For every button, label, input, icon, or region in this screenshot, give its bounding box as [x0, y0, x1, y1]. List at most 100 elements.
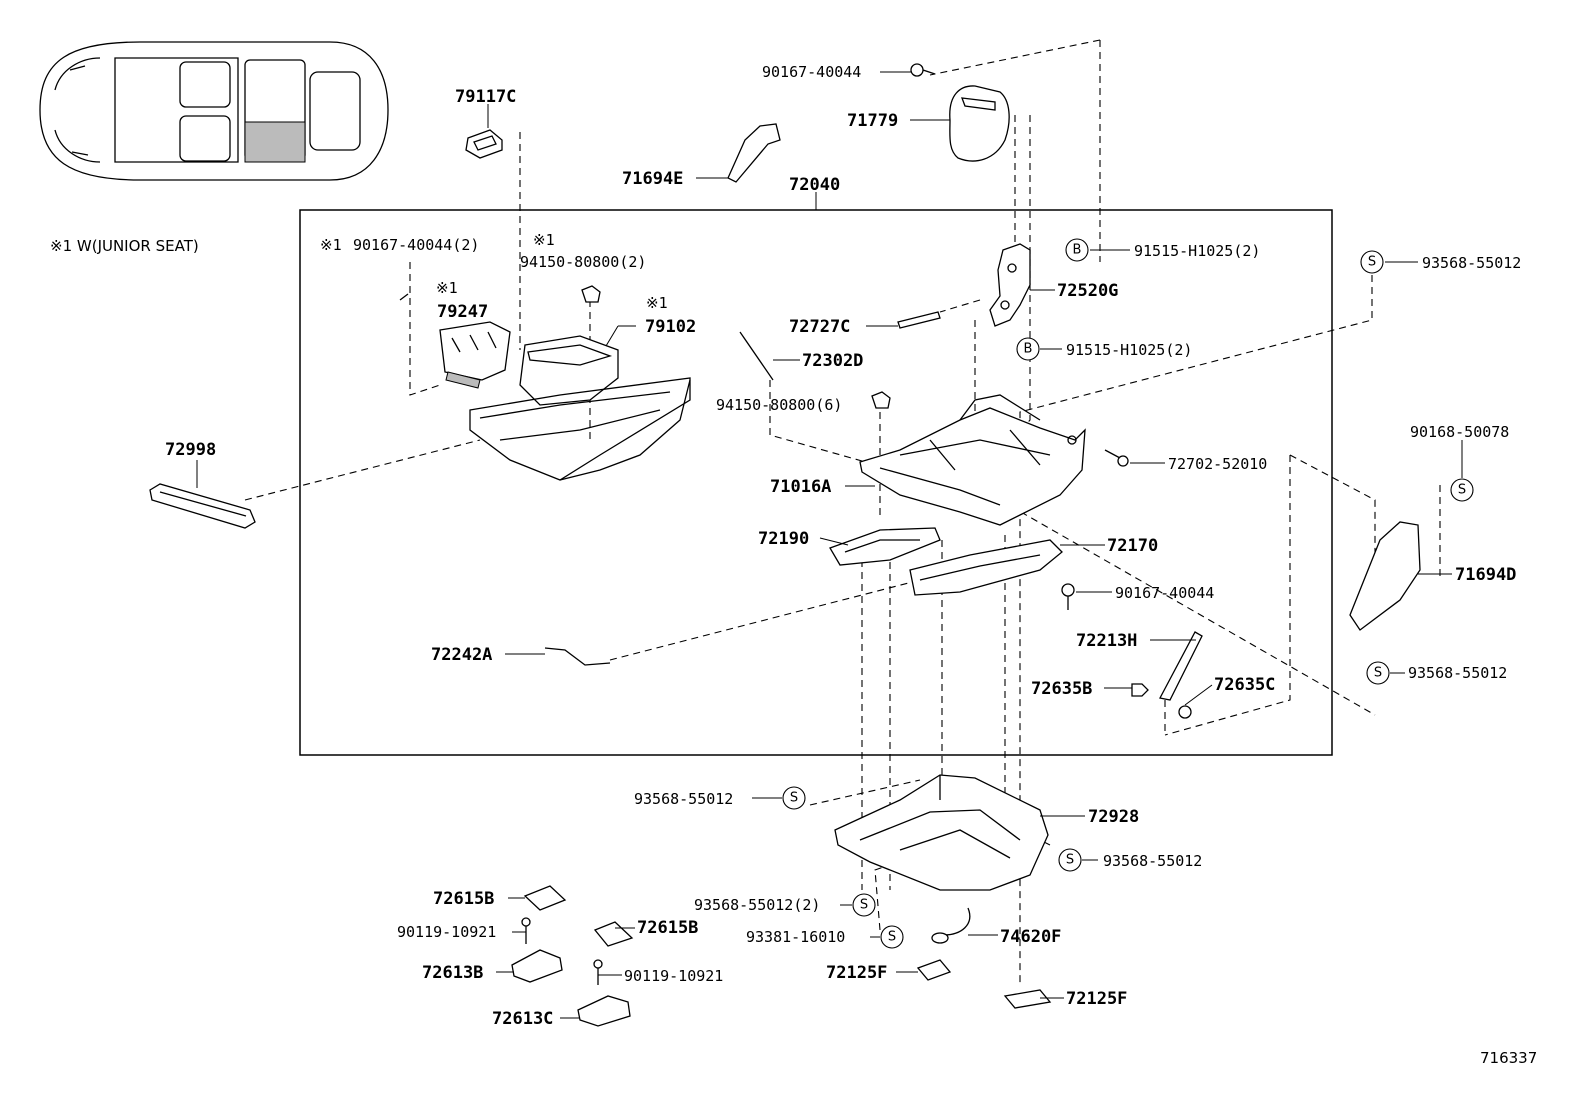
label-90167-40044-top: 90167-40044: [762, 63, 861, 81]
label-72615B-b: 72615B: [637, 918, 698, 938]
junior-seat-frame-shape: [439, 321, 691, 481]
part-72520G-shape: [989, 243, 1031, 327]
label-71016A: 71016A: [770, 477, 831, 497]
label-72125F-b: 72125F: [1066, 989, 1127, 1009]
part-71694E-shape: [727, 123, 781, 183]
svg-text:S: S: [860, 898, 868, 913]
part-72190-shape: [829, 527, 941, 566]
label-72040: 72040: [789, 175, 840, 195]
label-72302D: 72302D: [802, 351, 863, 371]
part-72613C-shape: [577, 995, 631, 1027]
label-72702-52010: 72702-52010: [1168, 455, 1267, 473]
label-72190: 72190: [758, 529, 809, 549]
label-72727C: 72727C: [789, 317, 850, 337]
label-72613B: 72613B: [422, 963, 483, 983]
label-91515-H1025-2b: 91515-H1025(2): [1066, 341, 1192, 359]
part-74620F-shape: [931, 907, 971, 944]
svg-text:S: S: [888, 930, 896, 945]
leader-lines: [196, 71, 1463, 1019]
label-93381-16010: 93381-16010: [746, 928, 845, 946]
label-72613C: 72613C: [492, 1009, 553, 1029]
label-79117C: 79117C: [455, 87, 516, 107]
marker-s-1: S: [1360, 250, 1384, 274]
part-72170-shape: [909, 539, 1063, 596]
svg-text:B: B: [1073, 243, 1082, 258]
marker-s-6: S: [852, 893, 876, 917]
marker-s-5: S: [1058, 848, 1082, 872]
label-93568-55012-l1: 93568-55012: [634, 790, 733, 808]
svg-text:B: B: [1024, 342, 1033, 357]
label-79247: 79247: [437, 302, 488, 322]
marker-b-1: B: [1065, 238, 1089, 262]
label-71779: 71779: [847, 111, 898, 131]
part-72213H-shape: [1159, 631, 1203, 701]
label-90119-10921-b: 90119-10921: [624, 967, 723, 985]
part-72635B-shape: [1131, 683, 1149, 697]
part-72613B-shape: [511, 949, 563, 983]
label-72615B-a: 72615B: [433, 889, 494, 909]
part-90167-40044-left-shape: [399, 293, 409, 301]
part-72615B-b-shape: [593, 921, 634, 947]
part-71016A-frame-shape: [859, 394, 1086, 526]
part-90167-40044-mid-shape: [1061, 583, 1075, 610]
label-94150-80800-6: 94150-80800(6): [716, 396, 842, 414]
label-72635C: 72635C: [1214, 675, 1275, 695]
label-93568-55012-2: 93568-55012(2): [694, 896, 820, 914]
star-mark-2: ※1: [533, 231, 555, 249]
label-93568-55012-r1: 93568-55012: [1422, 254, 1521, 272]
label-90168-50078: 90168-50078: [1410, 423, 1509, 441]
part-72702-52010-shape: [1104, 449, 1129, 467]
marker-s-2: S: [1450, 478, 1474, 502]
part-90119-10921-a-shape: [521, 917, 531, 944]
assembly-guide-lines: [244, 39, 1441, 985]
label-90119-10921-a: 90119-10921: [397, 923, 496, 941]
label-79102: 79102: [645, 317, 696, 337]
part-71779-shape: [949, 85, 1010, 162]
part-72242A-shape: [544, 647, 611, 666]
part-94150-80800-b-shape: [871, 391, 891, 409]
label-93568-55012-r3: 93568-55012: [1103, 852, 1202, 870]
part-72125F-b-shape: [1003, 989, 1052, 1009]
marker-s-7: S: [880, 925, 904, 949]
part-79117C-shape: [465, 129, 503, 159]
part-72302D-shape: [739, 331, 774, 381]
marker-s-4: S: [782, 786, 806, 810]
label-94150-80800-2: 94150-80800(2): [520, 253, 646, 271]
svg-text:S: S: [1066, 853, 1074, 868]
junior-seat-note: ※1 W(JUNIOR SEAT): [50, 237, 199, 255]
part-72998-shape: [149, 483, 256, 529]
diagram-id: 716337: [1480, 1049, 1537, 1067]
label-72998: 72998: [165, 440, 216, 460]
label-71694E: 71694E: [622, 169, 683, 189]
part-94150-80800-a-shape: [581, 285, 601, 303]
svg-text:S: S: [790, 791, 798, 806]
part-71694D-shape: [1349, 521, 1421, 631]
vehicle-seat-location-illustration: [39, 41, 389, 181]
label-72635B: 72635B: [1031, 679, 1092, 699]
star-mark-1: ※1: [320, 236, 342, 254]
label-74620F: 74620F: [1000, 927, 1061, 947]
label-72242A: 72242A: [431, 645, 492, 665]
svg-text:S: S: [1458, 483, 1466, 498]
label-72928: 72928: [1088, 807, 1139, 827]
svg-text:S: S: [1368, 255, 1376, 270]
part-90167-40044-top-shape: [910, 63, 936, 77]
part-72727C-shape: [897, 311, 941, 329]
star-mark-3: ※1: [436, 279, 458, 297]
part-72615B-a-shape: [523, 885, 567, 911]
label-90167-40044-2: 90167-40044(2): [353, 236, 479, 254]
label-72125F-a: 72125F: [826, 963, 887, 983]
label-93568-55012-r2: 93568-55012: [1408, 664, 1507, 682]
label-72213H: 72213H: [1076, 631, 1137, 651]
part-90119-10921-b-shape: [593, 959, 603, 985]
svg-text:S: S: [1374, 666, 1382, 681]
part-72125F-a-shape: [916, 959, 952, 981]
part-72635C-shape: [1178, 705, 1192, 719]
marker-b-2: B: [1016, 337, 1040, 361]
label-90167-40044-mid: 90167-40044: [1115, 584, 1214, 602]
star-mark-4: ※1: [646, 294, 668, 312]
marker-s-3: S: [1366, 661, 1390, 685]
label-71694D: 71694D: [1455, 565, 1516, 585]
label-72170: 72170: [1107, 536, 1158, 556]
